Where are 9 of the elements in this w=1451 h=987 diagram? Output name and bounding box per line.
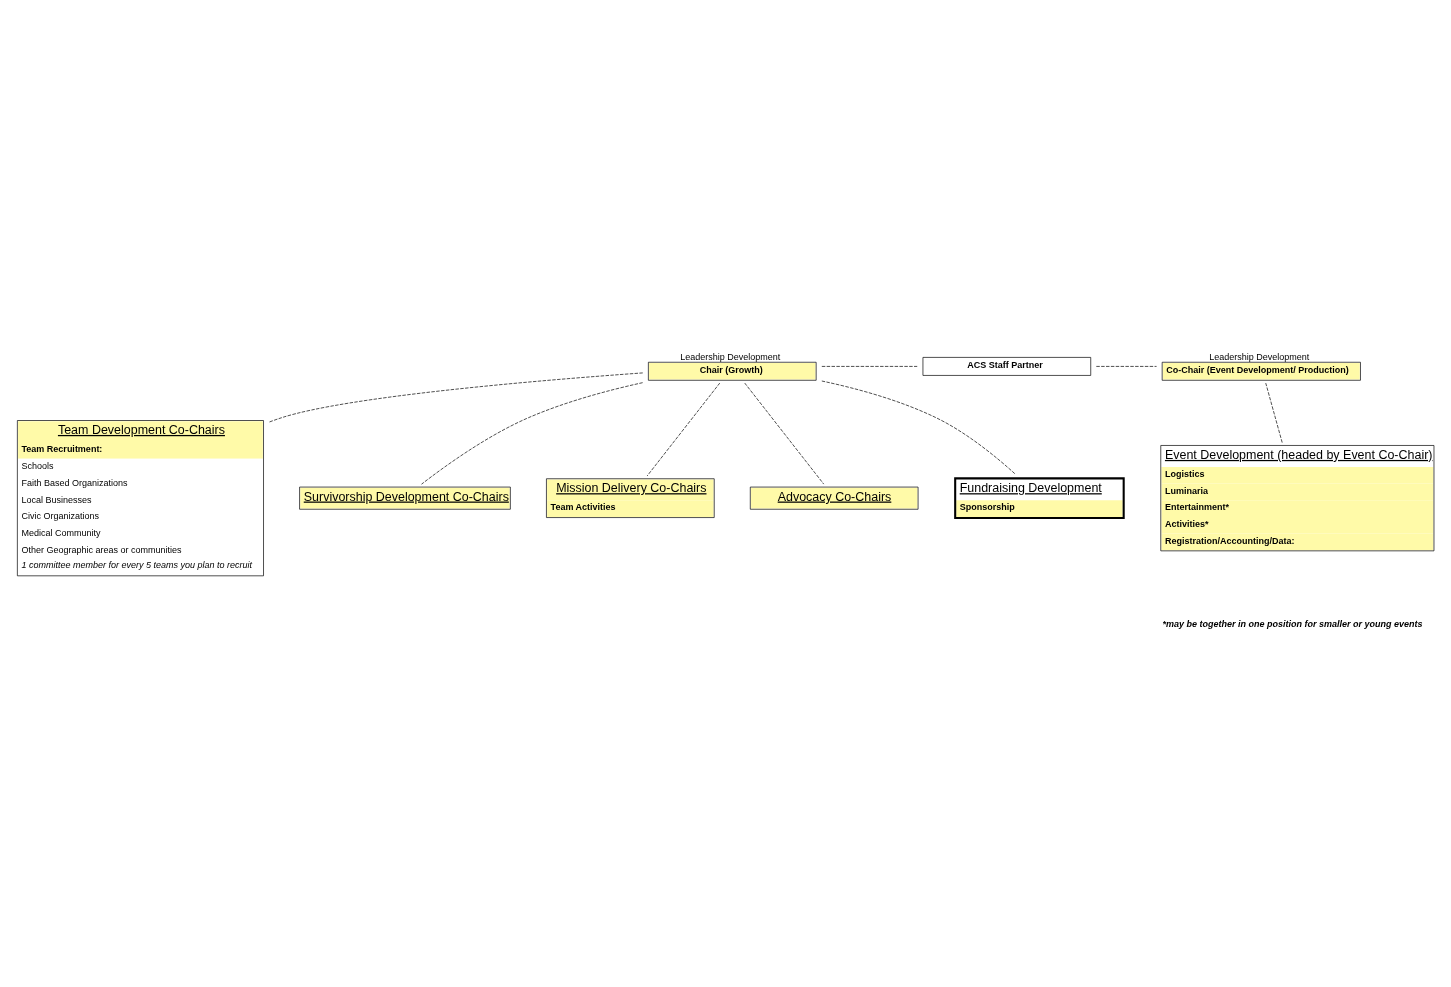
node-label: Leadership Development [1209, 351, 1310, 362]
node-label: Leadership Development [680, 351, 781, 362]
connector [646, 382, 721, 476]
connector [821, 380, 1017, 475]
connector [744, 382, 825, 484]
connector [421, 381, 643, 485]
label: *may be together in one position for smaller or young events [1162, 618, 1423, 629]
connector [268, 372, 644, 423]
connector [1265, 382, 1283, 443]
